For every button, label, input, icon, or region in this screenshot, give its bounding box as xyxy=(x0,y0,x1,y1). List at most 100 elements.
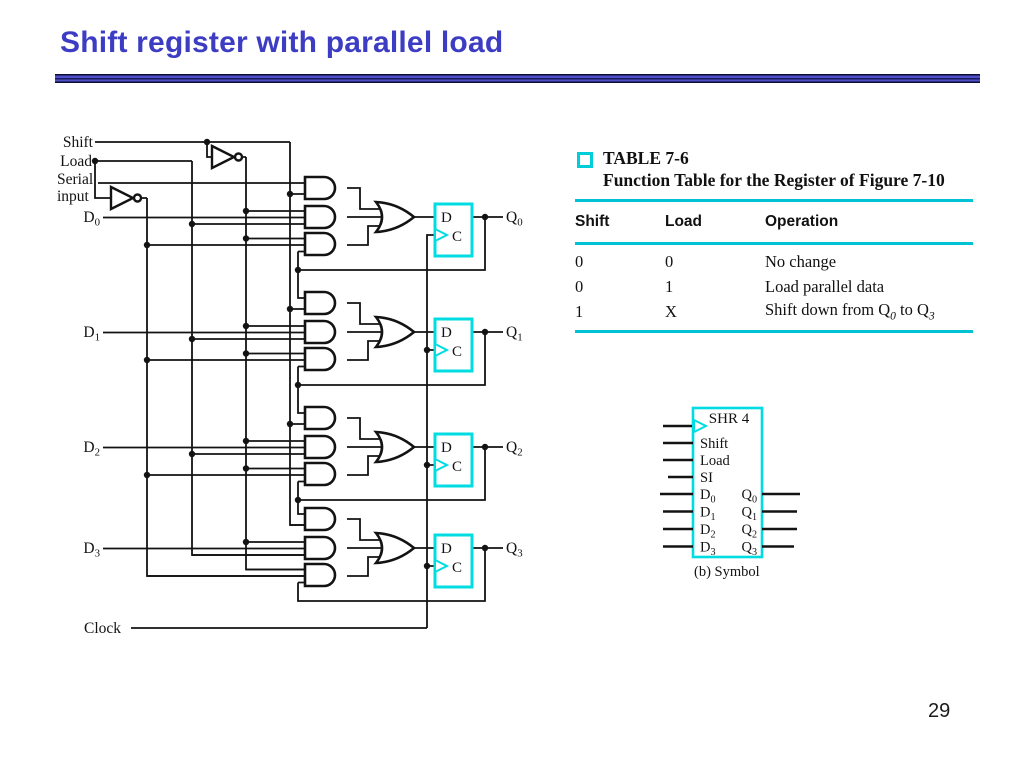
wires xyxy=(94,141,503,629)
load-inverter-tap xyxy=(94,161,111,199)
shift-inverter-tap xyxy=(206,142,212,158)
cell-load: 0 xyxy=(665,251,674,271)
shift-label: Shift xyxy=(63,134,94,151)
q3-label: Q3​ xyxy=(506,540,523,560)
symbol-box xyxy=(691,406,764,559)
stage1-taps xyxy=(147,308,305,368)
ff-d-label: D xyxy=(441,210,452,226)
clock-chevron-icon xyxy=(434,342,450,358)
not-load-bus xyxy=(141,197,305,577)
and-gate xyxy=(303,204,337,230)
cell-shift: 0 xyxy=(575,276,584,296)
symbol-title: SHR 4 xyxy=(709,411,750,427)
stage3-taps xyxy=(147,524,305,584)
flip-flop-2: D C xyxy=(433,432,474,488)
cell-operation: Load parallel data xyxy=(765,276,885,296)
cell-operation: Shift down from Q0 to Q3 xyxy=(765,300,935,323)
cell-shift: 1 xyxy=(575,301,584,321)
shift-inverter-bubble xyxy=(233,152,244,162)
and-gate xyxy=(303,346,337,372)
q2-label: Q2​ xyxy=(506,439,523,459)
load-inverter-bubble xyxy=(132,193,143,203)
clock-chevron-icon xyxy=(693,418,709,434)
cell-operation: No change xyxy=(765,251,837,271)
table-row: 0 1 Load parallel data xyxy=(575,274,973,299)
table-row: 1 X Shift down from Q0 to Q3 xyxy=(575,299,973,324)
table-rule-mid xyxy=(575,242,973,245)
not-shift-bus xyxy=(242,156,305,571)
or-gate xyxy=(373,430,417,464)
clock-bus xyxy=(131,234,435,629)
load-bus xyxy=(94,160,305,556)
clock-chevron-icon xyxy=(434,558,450,574)
serial-input-label-1: Serial xyxy=(57,171,93,188)
page-title: Shift register with parallel load xyxy=(60,26,504,59)
and-gate xyxy=(303,231,337,257)
page-number: 29 xyxy=(928,700,951,722)
table-subtitle: Function Table for the Register of Figur… xyxy=(603,170,945,190)
serial-input-label-2: input xyxy=(57,188,90,205)
table-row: 0 0 No change xyxy=(575,249,973,274)
q1-label: Q1​ xyxy=(506,324,523,344)
symbol-input-shift: Shift xyxy=(700,436,728,452)
shift-inverter xyxy=(210,144,237,170)
table-title: TABLE 7-6 xyxy=(603,148,689,168)
cell-load: X xyxy=(665,301,677,321)
table-header-row: Shift Load Operation xyxy=(575,202,973,242)
ff-c-label: C xyxy=(452,344,462,360)
flip-flop-1: D C xyxy=(433,317,474,373)
symbol-input-load: Load xyxy=(700,453,731,469)
symbol-caption: (b) Symbol xyxy=(694,564,760,580)
or-gate xyxy=(373,315,417,349)
d0-label: D0​ xyxy=(83,209,100,229)
clock-chevron-icon xyxy=(434,457,450,473)
d2-label: D2​ xyxy=(83,439,100,459)
stage0-or-links xyxy=(347,187,435,246)
table-bullet-icon xyxy=(577,152,593,168)
and-gate xyxy=(303,562,337,588)
d1-label: D1​ xyxy=(83,324,100,344)
stage3-or-links xyxy=(347,518,435,577)
q0-label: Q0​ xyxy=(506,209,523,229)
load-label: Load xyxy=(60,153,92,170)
symbol-input-si: SI xyxy=(700,470,713,486)
load-inverter xyxy=(109,185,136,211)
clock-label: Clock xyxy=(84,620,121,637)
title-divider xyxy=(55,74,980,83)
flip-flop-3: D C xyxy=(433,533,474,589)
stage2-or-links xyxy=(347,417,435,476)
and-gates xyxy=(303,175,337,588)
col-header-load: Load xyxy=(665,213,703,230)
or-gates xyxy=(373,200,417,565)
stage2-taps xyxy=(147,423,305,483)
and-gate xyxy=(303,461,337,487)
stage1-or-links xyxy=(347,302,435,361)
and-gate xyxy=(303,175,337,201)
ff-d-label: D xyxy=(441,325,452,341)
and-gate xyxy=(303,434,337,460)
or-gate xyxy=(373,200,417,234)
table-rule-bottom xyxy=(575,330,973,333)
flip-flop-0: D C xyxy=(433,202,474,258)
clock-chevron-icon xyxy=(434,227,450,243)
and-gate xyxy=(303,290,337,316)
d3-label: D3​ xyxy=(83,540,100,560)
table-rule-top xyxy=(575,199,973,202)
junction-dots xyxy=(91,138,489,570)
and-gate xyxy=(303,506,337,532)
and-gate xyxy=(303,319,337,345)
col-header-shift: Shift xyxy=(575,213,610,230)
cell-load: 1 xyxy=(665,276,674,296)
ff-d-label: D xyxy=(441,541,452,557)
table-header-block: TABLE 7-6 Function Table for the Registe… xyxy=(575,147,973,191)
col-header-operation: Operation xyxy=(765,213,839,230)
ff-c-label: C xyxy=(452,229,462,245)
function-table: TABLE 7-6 Function Table for the Registe… xyxy=(575,147,973,333)
ff-d-label: D xyxy=(441,440,452,456)
stage0-taps xyxy=(147,193,305,253)
shr4-symbol: SHR 4 Shift Load SI D0​ D1​ D2​ D3​ Q0​ … xyxy=(660,406,800,580)
symbol-pins xyxy=(660,424,800,548)
ff-c-label: C xyxy=(452,560,462,576)
